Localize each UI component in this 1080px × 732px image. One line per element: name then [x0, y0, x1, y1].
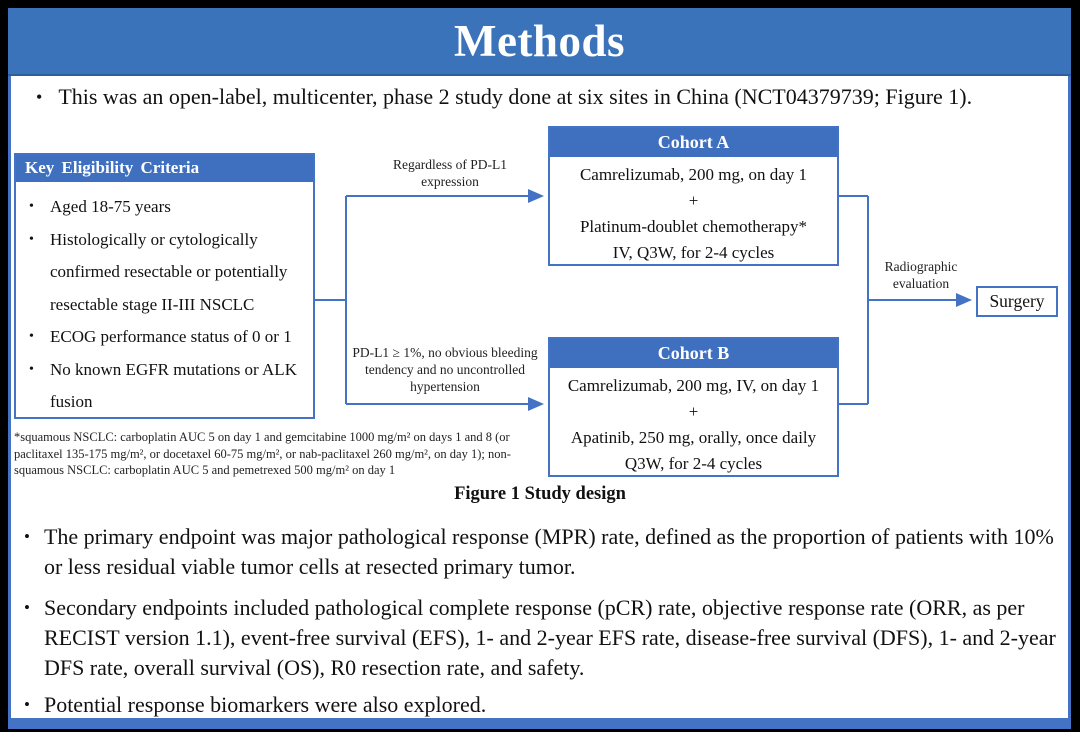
cohort-b-line: Q3W, for 2-4 cycles [624, 454, 763, 473]
bullet-icon: • [24, 598, 30, 617]
bullet-icon: • [29, 231, 34, 247]
biomarkers-text: Potential response biomarkers were also … [43, 692, 487, 717]
eligibility-item-text: No known EGFR mutations or ALK fusion [50, 359, 297, 412]
cohort-b-body: Camrelizumab, 200 mg, IV, on day 1 + Apa… [550, 368, 837, 477]
bullet-icon: • [24, 527, 30, 546]
surgery-box: Surgery [976, 286, 1058, 317]
eligibility-box: Key Eligibility Criteria • Aged 18-75 ye… [14, 153, 315, 419]
bullet-icon: • [29, 329, 34, 344]
cohort-b-line: Camrelizumab, 200 mg, IV, on day 1 [567, 376, 820, 395]
cohort-a-line: Camrelizumab, 200 mg, on day 1 [579, 165, 808, 184]
cohort-b-header: Cohort B [550, 339, 837, 368]
intro-bullet-text: This was an open-label, multicenter, pha… [58, 84, 973, 109]
bullet-icon: • [29, 361, 34, 377]
cohort-a-line: IV, Q3W, for 2-4 cycles [612, 243, 775, 262]
secondary-endpoints-text: Secondary endpoints included pathologica… [43, 595, 1056, 680]
bullet-icon: • [36, 87, 43, 107]
eligibility-list: • Aged 18-75 years • Histologically or c… [16, 182, 313, 419]
cohort-a-line: Platinum-doublet chemotherapy* [579, 217, 808, 236]
cohort-a-body: Camrelizumab, 200 mg, on day 1 + Platinu… [550, 157, 837, 266]
eligibility-item-text: Histologically or cytologically confirme… [50, 229, 288, 314]
branch-label-cohort-a: Regardless of PD-L1 expression [393, 157, 507, 189]
cohort-a-line: + [688, 191, 699, 210]
primary-endpoint-bullet: • The primary endpoint was major patholo… [24, 522, 1056, 582]
secondary-endpoints-bullet: • Secondary endpoints included pathologi… [24, 593, 1056, 683]
primary-endpoint-text: The primary endpoint was major pathologi… [43, 524, 1054, 579]
bullet-icon: • [29, 199, 34, 214]
title-band: Methods [8, 8, 1071, 76]
cohort-b-line: Apatinib, 250 mg, orally, once daily [570, 428, 817, 447]
bullet-icon: • [24, 695, 30, 714]
eligibility-item: • Histologically or cytologically confir… [16, 224, 311, 322]
page-title: Methods [454, 16, 625, 66]
figure-footnote: *squamous NSCLC: carboplatin AUC 5 on da… [14, 430, 511, 477]
eligibility-header: Key Eligibility Criteria [16, 155, 313, 182]
bottom-accent-band [8, 718, 1071, 729]
cohort-a-box: Cohort A Camrelizumab, 200 mg, on day 1 … [548, 126, 839, 266]
eligibility-item: • Aged 18-75 years [16, 191, 311, 224]
eligibility-item-text: ECOG performance status of 0 or 1 [50, 327, 292, 346]
biomarkers-bullet: • Potential response biomarkers were als… [24, 690, 1056, 720]
eligibility-item-text: Aged 18-75 years [50, 197, 171, 216]
cohort-a-header: Cohort A [550, 128, 837, 157]
branch-label-cohort-b: PD-L1 ≥ 1%, no obvious bleeding tendency… [352, 345, 538, 394]
surgery-label: Surgery [989, 291, 1045, 311]
intro-bullet: • This was an open-label, multicenter, p… [36, 82, 1056, 112]
figure-caption: Figure 1 Study design [454, 484, 626, 504]
radiographic-evaluation-label: Radiographic evaluation [884, 259, 958, 291]
eligibility-item: • No known EGFR mutations or ALK fusion [16, 354, 311, 419]
cohort-b-box: Cohort B Camrelizumab, 200 mg, IV, on da… [548, 337, 839, 477]
cohort-b-line: + [688, 402, 699, 421]
eligibility-item: • ECOG performance status of 0 or 1 [16, 321, 311, 354]
